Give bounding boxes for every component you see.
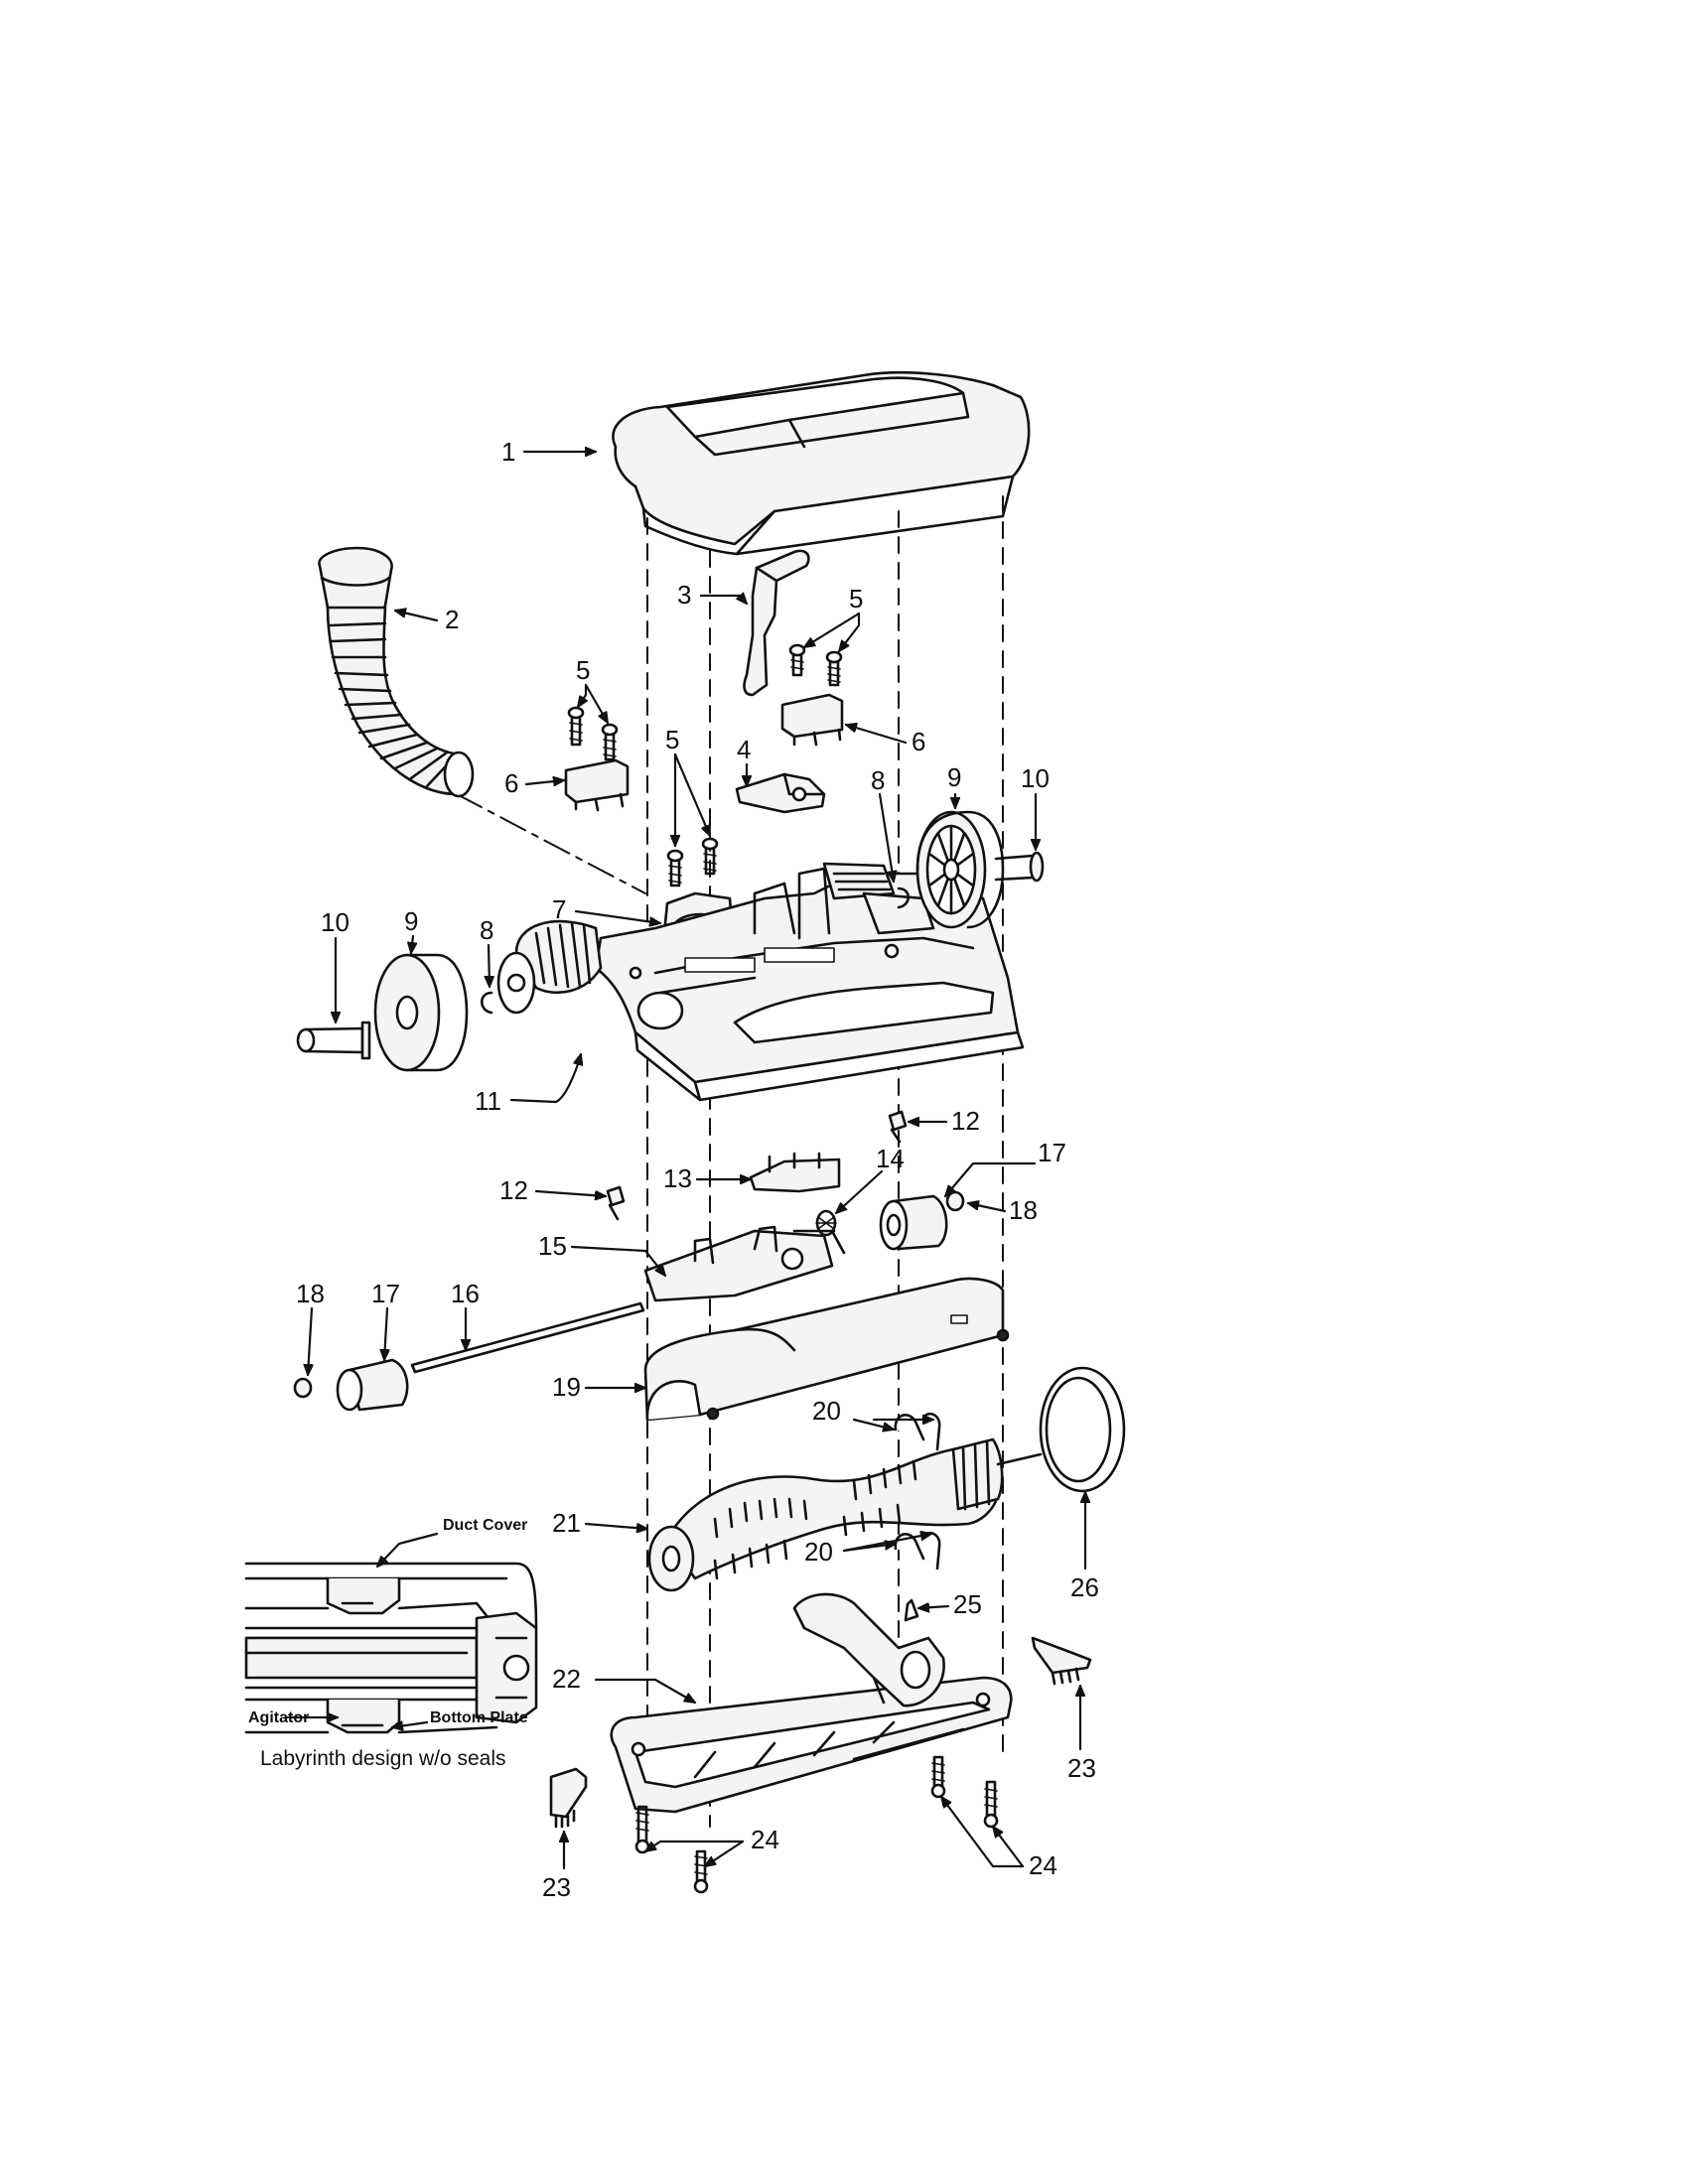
part-base-housing [496,862,1025,1102]
callout-4: 4 [737,735,751,764]
callout-22: 22 [552,1664,581,1694]
callout-24-right: 24 [1029,1850,1057,1880]
callout-2: 2 [445,605,459,634]
part-hood-cover [612,370,1031,556]
inset-caption: Labyrinth design w/o seals [260,1747,505,1770]
callout-17-left: 17 [371,1279,400,1308]
inset-cross-section [244,1562,538,1734]
part-spring-14 [815,1209,846,1255]
callout-3: 3 [677,580,691,610]
callout-21: 21 [552,1508,581,1538]
leader-lines [284,452,1085,1870]
part-pedal-lever [743,549,810,697]
callout-26: 26 [1070,1572,1099,1602]
callout-15: 15 [538,1231,567,1261]
callout-13: 13 [663,1163,692,1193]
part-fasteners-12 [606,1110,908,1221]
callout-14: 14 [876,1144,905,1173]
part-hose [318,546,475,798]
inset-label-bottom-plate: Bottom Plate [430,1709,528,1726]
callout-10-left: 10 [321,907,350,937]
part-bottom-plate-22 [610,1592,1013,1814]
part-agitator-clips-20 [894,1412,941,1570]
callout-25: 25 [953,1589,982,1619]
callout-24-middle: 24 [751,1825,779,1854]
part-clip-25 [904,1598,919,1622]
callout-5-left: 5 [576,655,590,685]
callout-8-right: 8 [871,765,885,795]
callout-12-left: 12 [499,1175,528,1205]
callout-9-right: 9 [947,762,961,792]
part-carriage-15 [643,1225,836,1302]
part-clips-8 [480,887,911,1015]
callout-7: 7 [552,894,566,924]
callout-9-left: 9 [404,906,418,936]
part-belt-26 [996,1366,1126,1493]
callout-6-right: 6 [912,727,925,756]
part-rollers-17 [336,1194,948,1412]
inset-label-agitator: Agitator [248,1709,309,1726]
callout-20-top: 20 [812,1396,841,1426]
inset-label-duct-cover: Duct Cover [443,1517,527,1534]
callout-numbers: 1 2 3 4 5 5 5 6 6 7 8 8 9 9 10 10 11 12 … [296,437,1099,1902]
callout-19: 19 [552,1372,581,1402]
inset-labels: Duct Cover Agitator Bottom Plate Labyrin… [248,1517,528,1770]
callout-18-left: 18 [296,1279,325,1308]
part-axles-10 [296,851,1045,1060]
part-shoe-13 [749,1152,841,1193]
callout-12-right: 12 [951,1106,980,1136]
part-agitator-21 [647,1437,1004,1592]
callout-11: 11 [475,1086,501,1116]
callout-23-right: 23 [1067,1753,1096,1783]
part-screws-5 [567,643,843,887]
alignment-lines [456,495,1004,1828]
part-rod-16 [410,1301,645,1374]
part-latch [735,772,826,814]
callout-5-middle: 5 [665,725,679,754]
callout-10-right: 10 [1021,763,1050,793]
callout-17-right: 17 [1038,1138,1066,1167]
part-agitator-cover-19 [643,1277,1010,1422]
callout-23-left: 23 [542,1872,571,1902]
part-side-brushes-23 [549,1636,1092,1829]
callout-5-right: 5 [849,584,863,614]
callout-20-bottom: 20 [804,1537,833,1567]
part-wheels-9 [373,810,1005,1072]
callout-8-left: 8 [480,915,493,945]
callout-16: 16 [451,1279,480,1308]
part-brackets-6 [564,693,844,812]
callout-18-right: 18 [1009,1195,1038,1225]
callout-1: 1 [501,437,515,467]
callout-6-left: 6 [504,768,518,798]
